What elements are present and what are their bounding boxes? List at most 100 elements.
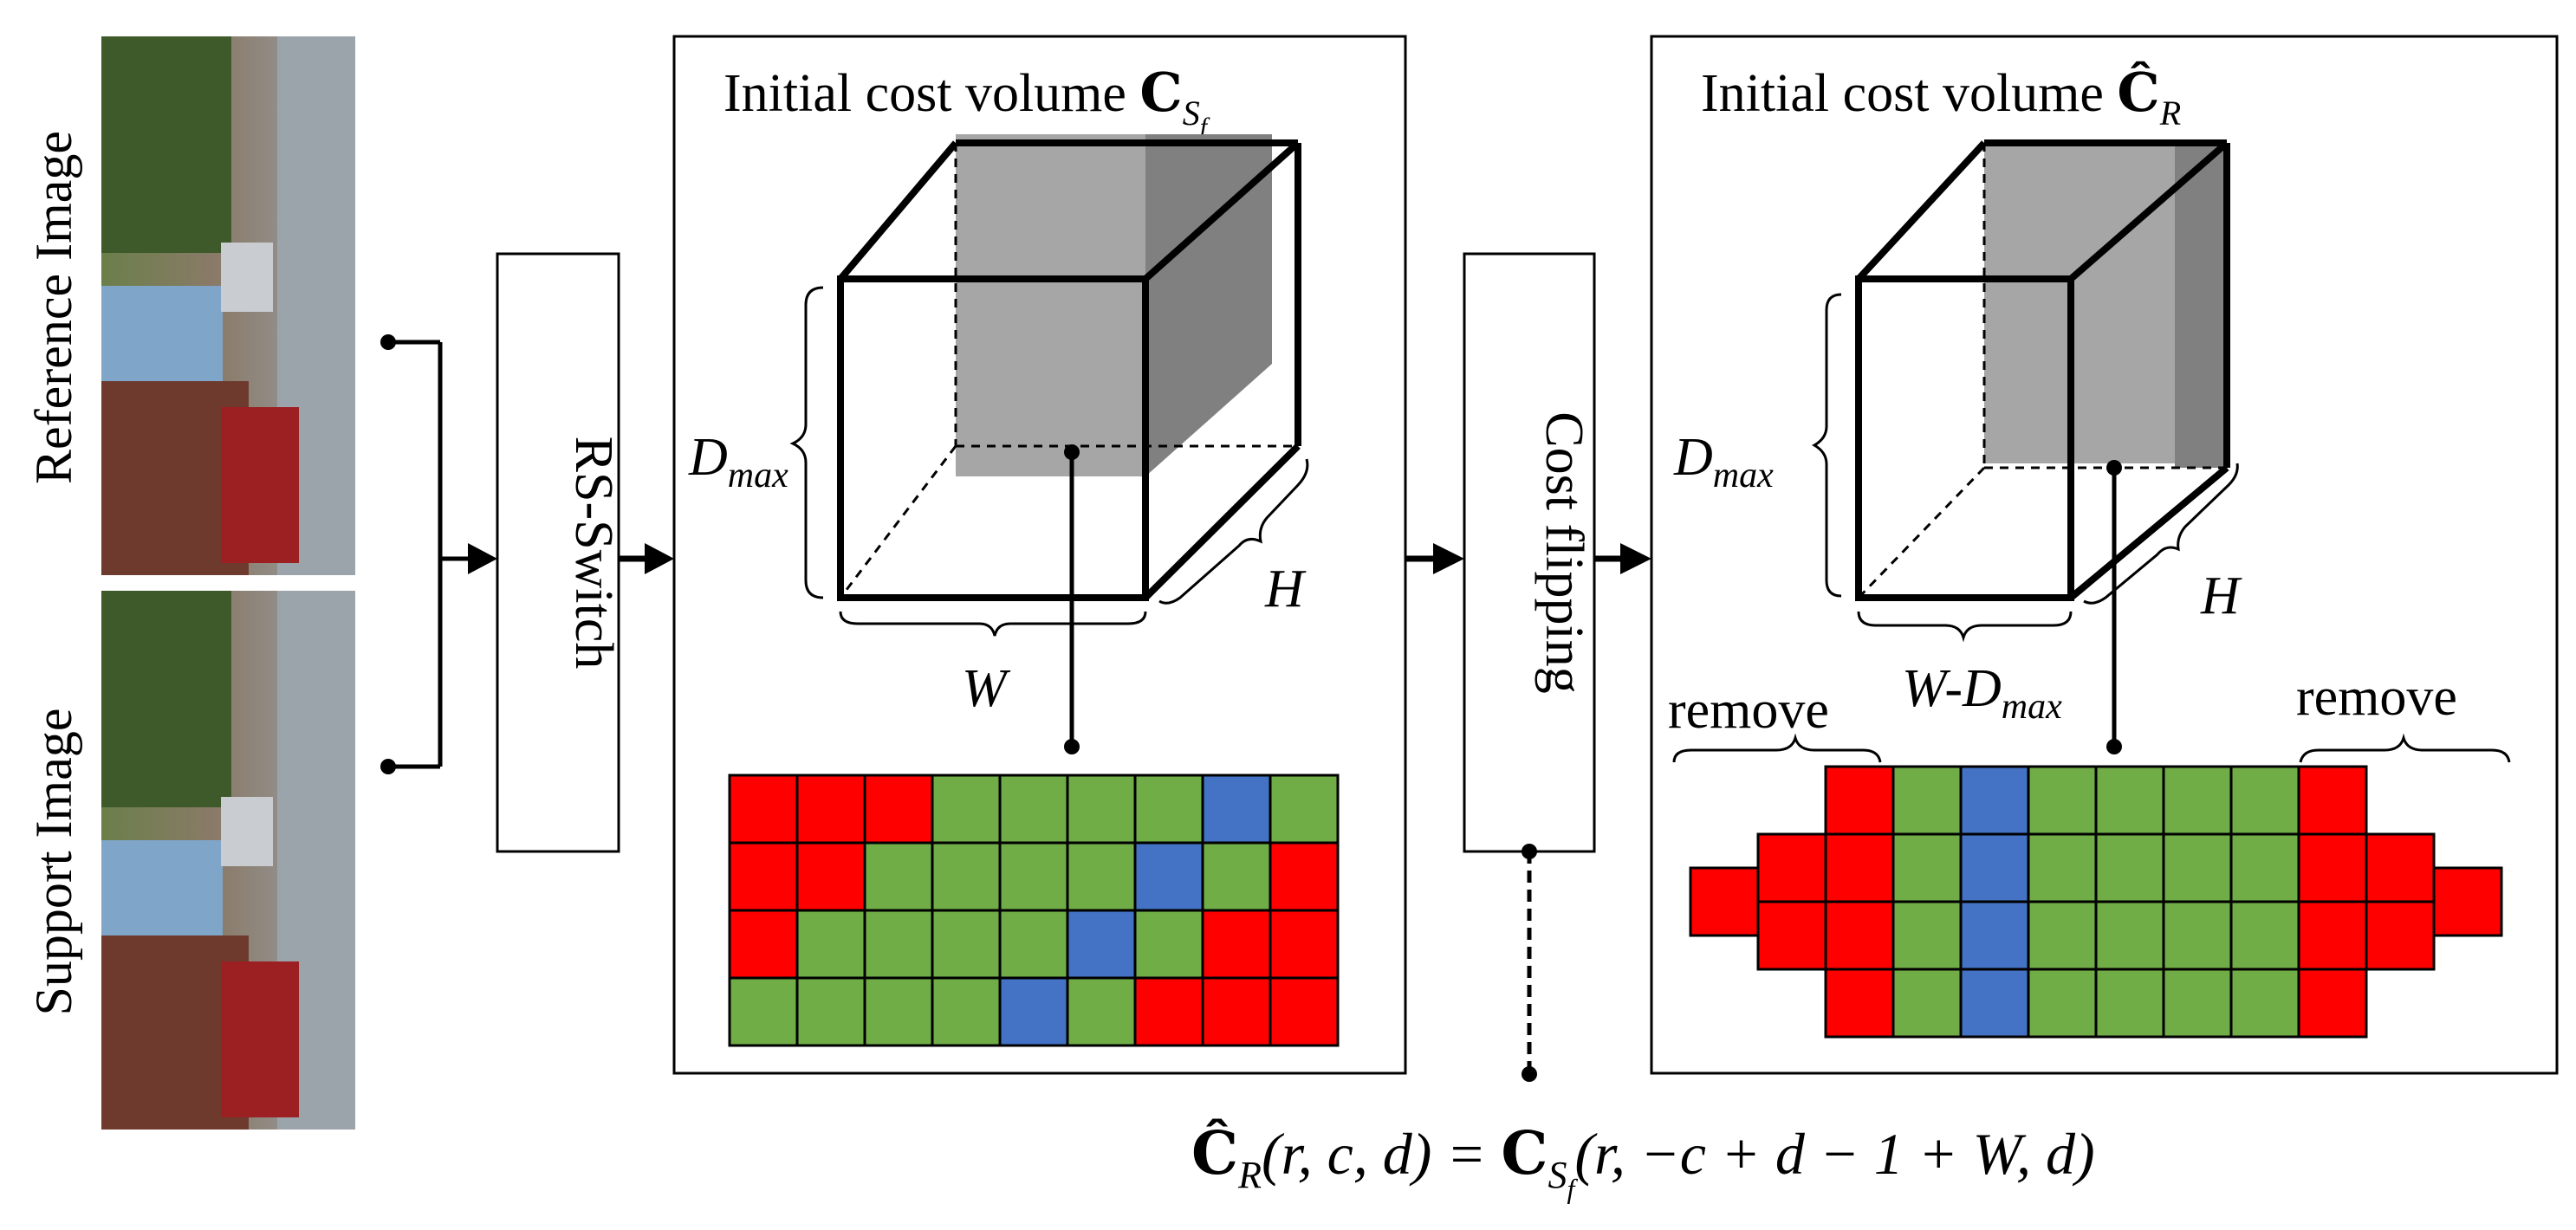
left-grid-cell xyxy=(931,976,1002,1047)
right-grid-cell xyxy=(2094,900,2165,971)
right-width-label: W-Dmax xyxy=(1902,659,2062,727)
arrow-flip-to-volume xyxy=(1594,543,1651,574)
input-merge-connector xyxy=(388,340,468,769)
right-grid-cell xyxy=(2162,900,2233,971)
arrow-volume-to-flip xyxy=(1405,543,1464,574)
left-grid-cell xyxy=(1066,841,1137,912)
left-grid-cell xyxy=(795,841,866,912)
right-depth-brace xyxy=(1811,293,1842,598)
left-width-brace xyxy=(839,611,1147,637)
left-grid-cell xyxy=(728,841,799,912)
right-grid-cell xyxy=(2162,968,2233,1039)
removed-cell xyxy=(2432,866,2503,937)
left-grid-cell xyxy=(728,774,799,845)
left-grid-cell xyxy=(1133,909,1204,980)
right-grid-cell xyxy=(2027,900,2098,971)
removed-cell xyxy=(1824,832,1895,903)
remove-right-label: remove xyxy=(2296,668,2457,727)
right-grid-cell xyxy=(1891,900,1963,971)
left-grid-cell xyxy=(795,976,866,1047)
support-image xyxy=(101,591,355,1130)
removed-cell xyxy=(1824,765,1895,836)
right-grid-cell xyxy=(2229,765,2300,836)
remove-left-brace xyxy=(1672,733,1882,763)
left-grid-cell xyxy=(863,909,934,980)
right-grid-cell xyxy=(1959,900,2030,971)
left-grid-cell xyxy=(931,841,1002,912)
remove-right-brace xyxy=(2299,733,2511,763)
left-grid-cell xyxy=(1066,774,1137,845)
right-grid-cell xyxy=(2229,900,2300,971)
right-height-label: H xyxy=(2200,566,2242,625)
left-grid-cell xyxy=(1201,774,1272,845)
right-panel-title: Initial cost volume ĈR xyxy=(1701,61,2181,133)
left-panel-title: Initial cost volume CSf xyxy=(723,61,1210,141)
left-grid-cell xyxy=(863,976,934,1047)
left-grid-cell xyxy=(1269,909,1340,980)
cost-flipping-label: Cost flipping xyxy=(1535,411,1593,694)
right-grid-cell xyxy=(2027,765,2098,836)
removed-cell xyxy=(2365,832,2436,903)
left-grid-cell xyxy=(931,774,1002,845)
left-grid-cell xyxy=(1269,976,1340,1047)
right-volume-pointer xyxy=(2106,460,2122,754)
reference-image-label: Reference Image xyxy=(25,131,82,484)
right-grid-cell xyxy=(2162,832,2233,903)
arrow-to-switch xyxy=(468,543,497,574)
left-grid-cell xyxy=(1201,909,1272,980)
right-grid-cell xyxy=(2027,968,2098,1039)
left-cost-volume-cube xyxy=(837,134,1301,601)
right-grid-cell xyxy=(1891,765,1963,836)
left-grid-cell xyxy=(1269,774,1340,845)
left-grid-cell xyxy=(1201,976,1272,1047)
left-grid-cell xyxy=(863,841,934,912)
right-grid-cell xyxy=(1959,832,2030,903)
left-grid-cell xyxy=(1269,841,1340,912)
left-volume-pointer xyxy=(1064,444,1080,754)
rs-switch-block xyxy=(496,252,620,853)
left-grid-cell xyxy=(1133,841,1204,912)
right-height-brace xyxy=(2083,463,2239,605)
formula-connector xyxy=(1522,844,1537,1082)
removed-cell xyxy=(2297,968,2368,1039)
left-grid-cell xyxy=(998,774,1069,845)
right-grid-cell xyxy=(1891,832,1963,903)
right-cost-volume-cube xyxy=(1855,139,2230,601)
removed-cell xyxy=(1689,866,1760,937)
left-grid-cell xyxy=(795,774,866,845)
right-grid-cell xyxy=(2027,832,2098,903)
right-grid-cell xyxy=(1959,765,2030,836)
left-depth-brace xyxy=(789,286,824,599)
right-width-brace xyxy=(1857,611,2073,643)
flip-formula: ĈR(r, c, d) = CSf(r, −c + d − 1 + W, d) xyxy=(1191,1119,2095,1204)
left-grid-cell xyxy=(728,976,799,1047)
right-grid-cell xyxy=(1959,968,2030,1039)
right-grid-cell xyxy=(2094,832,2165,903)
left-grid-cell xyxy=(1066,909,1137,980)
removed-cell xyxy=(2297,765,2368,836)
left-grid-cell xyxy=(1133,976,1204,1047)
reference-connector-dot xyxy=(380,334,396,350)
reference-image xyxy=(101,36,355,575)
removed-cell xyxy=(2297,832,2368,903)
right-grid-cell xyxy=(2229,832,2300,903)
removed-cell xyxy=(2365,900,2436,971)
removed-cell xyxy=(1756,900,1827,971)
left-height-brace xyxy=(1158,458,1309,605)
removed-cell xyxy=(1824,900,1895,971)
right-grid-cell xyxy=(2229,968,2300,1039)
left-grid-cell xyxy=(728,909,799,980)
left-grid-cell xyxy=(1201,841,1272,912)
left-grid-cell xyxy=(998,909,1069,980)
left-grid-cell xyxy=(795,909,866,980)
rs-switch-label: RS-Switch xyxy=(564,437,623,670)
right-grid-cell xyxy=(2094,968,2165,1039)
right-cost-grid xyxy=(1689,765,2503,1039)
left-grid-cell xyxy=(1133,774,1204,845)
right-depth-label: Dmax xyxy=(1673,428,1774,495)
left-height-label: H xyxy=(1264,560,1307,618)
support-image-label: Support Image xyxy=(25,709,82,1016)
removed-cell xyxy=(1756,832,1827,903)
removed-cell xyxy=(2297,900,2368,971)
